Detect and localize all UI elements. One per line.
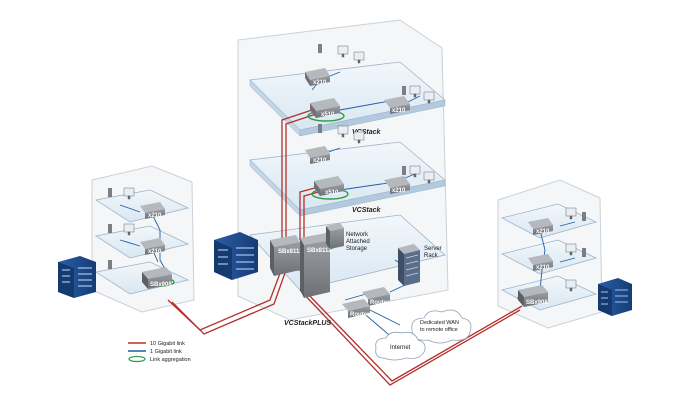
switch-x210-right-2: x210 — [528, 254, 553, 271]
switch-x510-c5: x510 — [314, 176, 344, 196]
link-core-to-top-2 — [285, 111, 323, 240]
link-core-to-left — [167, 267, 283, 331]
switch-x210-c1: x210 — [305, 68, 330, 86]
switch-x210-left-1: x210 — [140, 202, 165, 219]
switch-x210-left-2: x210 — [140, 238, 165, 255]
switch-label: SBx908 — [526, 300, 548, 306]
core-chassis-left: SBx8112 — [270, 235, 303, 276]
link-core-to-left-2 — [171, 269, 287, 335]
link-core-to-right — [299, 289, 521, 386]
legend-10gig: 10 Gigabit link — [150, 341, 185, 347]
switch-sbx908-right: SBx908 — [518, 285, 548, 307]
cloud-icon — [411, 309, 472, 344]
switch-label: SBx908 — [150, 282, 172, 288]
link-core-to-top — [281, 107, 319, 240]
core-left-label: SBx8112 — [278, 249, 303, 255]
switch-label: x210 — [536, 265, 550, 271]
router-icon: Router — [342, 299, 370, 318]
switch-x210-c6: x210 — [384, 176, 410, 194]
switch-label: x510 — [325, 190, 339, 196]
link-core-to-right-2 — [303, 289, 523, 382]
switch-label: x210 — [392, 108, 406, 114]
storage-icon — [326, 223, 344, 249]
switch-label: x210 — [313, 158, 327, 164]
switch-label: x510 — [321, 112, 335, 118]
vcstack-label-top: VCStack — [352, 129, 382, 136]
switch-x510-c2: x510 — [310, 98, 340, 118]
vcstack-label-middle: VCStack — [352, 207, 382, 214]
ip-phone-icons — [108, 44, 586, 269]
ten-gig-links — [167, 107, 523, 386]
left-building — [91, 165, 195, 313]
core-chassis-right: SBx8112 — [300, 233, 332, 298]
legend: 10 Gigabit link 1 Gigabit link Link aggr… — [128, 341, 191, 363]
vcstack-plus-label: VCStackPLUS — [284, 320, 331, 327]
internet-label: Internet — [390, 345, 411, 351]
building-icon — [598, 278, 632, 316]
router1-label: Router — [370, 300, 390, 306]
switch-x210-right-1: x210 — [528, 218, 553, 235]
router-icon: Router — [362, 287, 390, 306]
building-icon — [214, 232, 258, 280]
legend-aggregation: Link aggregation — [150, 357, 191, 363]
legend-1gig: 1 Gigabit link — [150, 349, 182, 355]
switch-label: x210 — [148, 249, 162, 255]
core-right-label: SBx8112 — [307, 248, 332, 254]
switch-label: x210 — [148, 213, 162, 219]
computer-icons — [123, 45, 577, 292]
right-building — [497, 179, 603, 329]
switch-x210-c3: x210 — [384, 96, 410, 114]
switch-sbx908-left: SBx908 — [142, 267, 172, 289]
switch-label: x210 — [536, 229, 550, 235]
router2-label: Router — [350, 312, 370, 318]
switch-label: x210 — [392, 188, 406, 194]
building-icon — [58, 256, 96, 298]
server-rack-icon — [398, 244, 420, 286]
cloud-icon — [375, 331, 426, 361]
switch-label: x210 — [313, 80, 327, 86]
switch-x210-c4: x210 — [305, 146, 330, 164]
